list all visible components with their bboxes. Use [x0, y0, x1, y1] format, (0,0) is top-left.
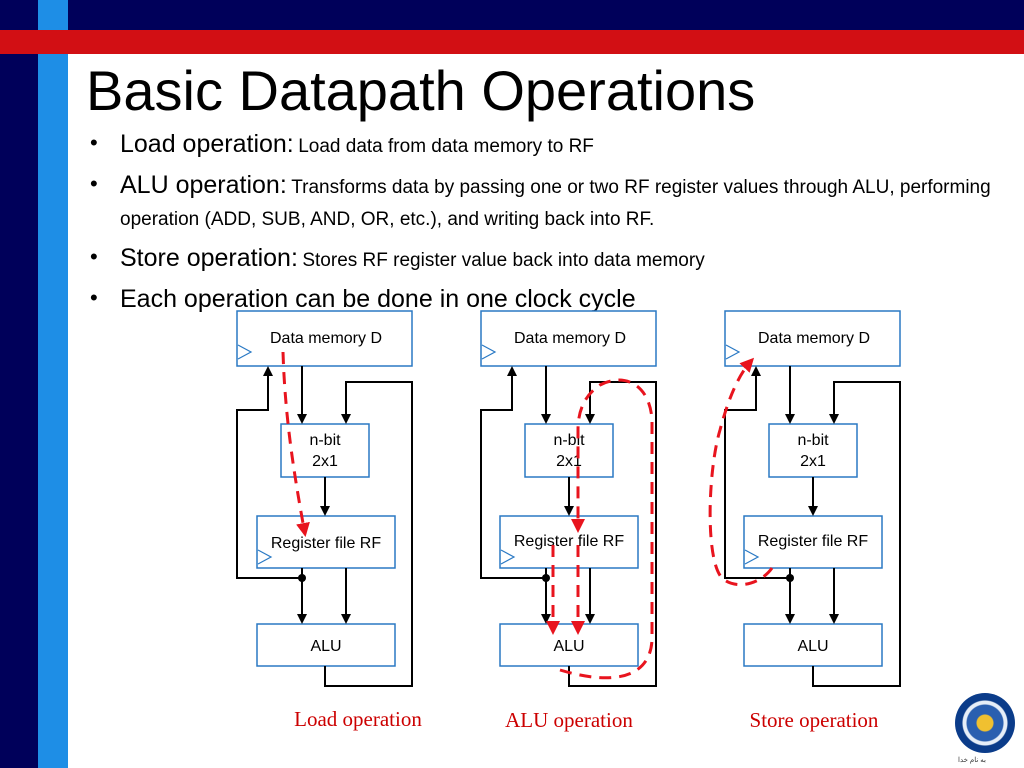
bullet-dot: •: [90, 244, 98, 269]
clock-triangle-icon: [744, 549, 760, 565]
datapath-alu: Data memory D n-bit 2x1 Register file RF…: [480, 310, 657, 732]
clock-triangle-icon: [257, 549, 273, 565]
mux-block: [280, 423, 370, 478]
university-seal-logo: [955, 693, 1015, 753]
register-file-block: [256, 515, 396, 569]
seal-caption: ﺑﻪ ﻧﺎﻡ ﺧﺪﺍ: [958, 757, 986, 764]
top-red-band: [0, 30, 1024, 54]
left-navy-band: [0, 0, 38, 768]
register-file-block: [499, 515, 639, 569]
mux-block: [768, 423, 858, 478]
bullet-list: • Load operation: Load data from data me…: [90, 130, 1010, 322]
bullet-text: Transforms data by passing one or two RF…: [120, 177, 991, 230]
wire: [480, 366, 547, 579]
caption-load: Load operation: [294, 707, 422, 731]
datapath-store: Data memory D n-bit 2x1 Register file RF…: [708, 310, 901, 732]
store-data-path: [708, 357, 774, 587]
bullet-load: • Load operation: Load data from data me…: [90, 130, 1010, 163]
junction-dot: [298, 574, 306, 582]
wire: [812, 381, 901, 687]
register-file-label: Register file RF: [758, 533, 868, 550]
mux-label-line2: 2x1: [312, 453, 338, 470]
register-file-label: Register file RF: [514, 533, 624, 550]
alu-block: [499, 623, 639, 667]
alu-block: [256, 623, 396, 667]
mux-label-line1: n-bit: [553, 432, 585, 449]
alu-label: ALU: [797, 638, 828, 655]
left-blue-band: [38, 0, 68, 768]
mux-block: [524, 423, 614, 478]
bullet-text: Stores RF register value back into data …: [302, 250, 705, 271]
alu-writeback-path: [559, 378, 654, 680]
clock-triangle-icon: [725, 344, 741, 360]
bullet-dot: •: [90, 285, 98, 310]
caption-alu: ALU operation: [505, 708, 633, 732]
register-file-block: [743, 515, 883, 569]
load-data-path: [281, 351, 310, 537]
bullet-text: Load data from data memory to RF: [298, 136, 594, 157]
mux-label-line2: 2x1: [556, 453, 582, 470]
alu-label: ALU: [310, 638, 341, 655]
clock-triangle-icon: [237, 344, 253, 360]
slide-title: Basic Datapath Operations: [86, 59, 756, 122]
wire: [324, 381, 413, 687]
data-memory-label: Data memory D: [758, 330, 870, 347]
clock-triangle-icon: [500, 549, 516, 565]
top-navy-band: [68, 0, 1024, 30]
bullet-head: Load operation:: [120, 130, 294, 158]
bullet-dot: •: [90, 171, 98, 196]
clock-triangle-icon: [481, 344, 497, 360]
wire: [236, 366, 303, 579]
alu-label: ALU: [553, 638, 584, 655]
bullet-alu: • ALU operation: Transforms data by pass…: [90, 171, 1010, 236]
alu-block: [743, 623, 883, 667]
data-memory-label: Data memory D: [270, 330, 382, 347]
bullet-head: ALU operation:: [120, 171, 287, 199]
mux-label-line2: 2x1: [800, 453, 826, 470]
wire: [568, 381, 657, 687]
bullet-clock: • Each operation can be done in one cloc…: [90, 285, 1010, 314]
wire: [724, 366, 791, 579]
junction-dot: [786, 574, 794, 582]
mux-label-line1: n-bit: [309, 432, 341, 449]
mux-label-line1: n-bit: [797, 432, 829, 449]
bullet-dot: •: [90, 130, 98, 155]
data-memory-label: Data memory D: [514, 330, 626, 347]
bullet-store: • Store operation: Stores RF register va…: [90, 244, 1010, 277]
caption-store: Store operation: [750, 708, 879, 732]
register-file-label: Register file RF: [271, 535, 381, 552]
bullet-head: Store operation:: [120, 244, 298, 272]
junction-dot: [542, 574, 550, 582]
datapath-load: Data memory D n-bit 2x1 Register file RF…: [236, 310, 422, 731]
bullet-head: Each operation can be done in one clock …: [120, 285, 636, 313]
